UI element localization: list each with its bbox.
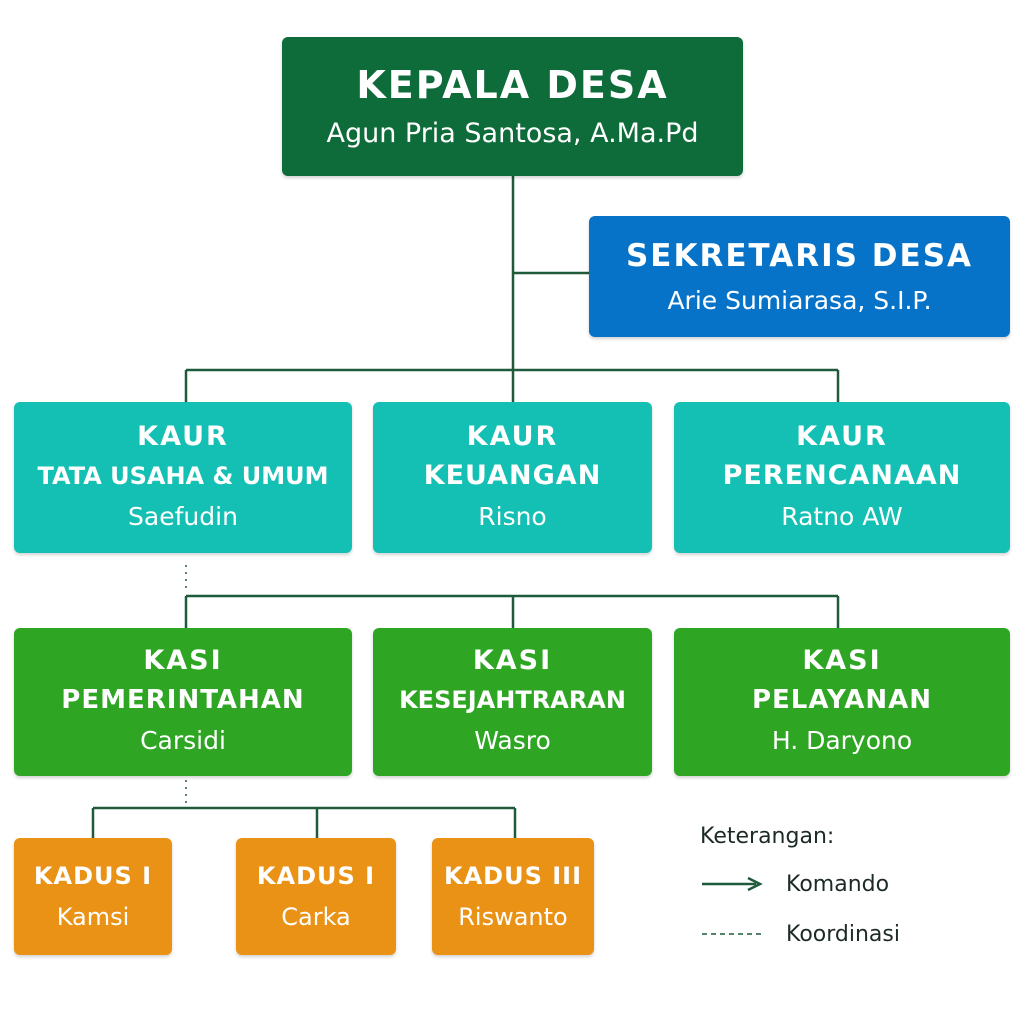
- kadus-title: KADUS I: [256, 861, 376, 890]
- kaur-label: KAUR: [137, 420, 229, 452]
- sekretaris-desa-title: SEKRETARIS DESA: [625, 237, 974, 274]
- kadus-1-box: KADUS I Kamsi: [14, 838, 172, 955]
- kasi-label: KASI: [143, 645, 223, 676]
- kadus-name: Riswanto: [458, 902, 568, 931]
- kaur-unit: TATA USAHA & UMUM: [37, 461, 329, 490]
- kepala-desa-name: Agun Pria Santosa, A.Ma.Pd: [326, 117, 699, 149]
- command-lines: [91, 176, 840, 838]
- kaur-label: KAUR: [466, 420, 559, 452]
- legend-title: Keterangan:: [700, 824, 835, 849]
- legend-symbols: [702, 876, 764, 935]
- kaur-perencanaan-box: KAUR PERENCANAAN Ratno AW: [674, 402, 1010, 553]
- kadus-name: Carka: [281, 902, 351, 931]
- kadus-title: KADUS I: [33, 861, 153, 890]
- kaur-keuangan-box: KAUR KEUANGAN Risno: [373, 402, 652, 553]
- kasi-unit: PEMERINTAHAN: [61, 685, 305, 715]
- kadus-3-box: KADUS III Riswanto: [432, 838, 594, 955]
- kaur-unit: KEUANGAN: [423, 459, 602, 491]
- kadus-name: Kamsi: [56, 902, 130, 931]
- kaur-name: Risno: [478, 501, 547, 531]
- legend-koordinasi-label: Koordinasi: [786, 922, 900, 947]
- sekretaris-desa-box: SEKRETARIS DESA Arie Sumiarasa, S.I.P.: [589, 216, 1010, 337]
- kasi-name: Wasro: [474, 726, 551, 755]
- legend-komando-label: Komando: [786, 872, 890, 897]
- kadus-2-box: KADUS I Carka: [236, 838, 396, 955]
- kasi-pelayanan-box: KASI PELAYANAN H. Daryono: [674, 628, 1010, 776]
- kasi-label: KASI: [472, 645, 553, 676]
- sekretaris-desa-name: Arie Sumiarasa, S.I.P.: [667, 285, 932, 315]
- kaur-tata-usaha-box: KAUR TATA USAHA & UMUM Saefudin: [14, 402, 352, 553]
- kasi-pemerintahan-box: KASI PEMERINTAHAN Carsidi: [14, 628, 352, 776]
- kepala-desa-title: KEPALA DESA: [356, 62, 669, 107]
- kadus-title: KADUS III: [443, 861, 582, 890]
- kaur-label: KAUR: [796, 420, 888, 452]
- kasi-unit: PELAYANAN: [751, 685, 933, 715]
- legend: Keterangan: Komando Koordinasi: [700, 820, 1000, 960]
- kasi-unit: KESEJAHTRARAN: [399, 686, 626, 714]
- kasi-name: H. Daryono: [771, 726, 913, 755]
- kaur-name: Saefudin: [128, 501, 238, 531]
- kasi-label: KASI: [802, 645, 882, 676]
- kepala-desa-box: KEPALA DESA Agun Pria Santosa, A.Ma.Pd: [282, 37, 743, 176]
- legend-komando-arrowhead-icon: [747, 876, 763, 892]
- kaur-unit: PERENCANAAN: [722, 459, 962, 491]
- kasi-kesejahtraran-box: KASI KESEJAHTRARAN Wasro: [373, 628, 652, 776]
- kaur-name: Ratno AW: [781, 501, 903, 531]
- kasi-name: Carsidi: [140, 726, 226, 755]
